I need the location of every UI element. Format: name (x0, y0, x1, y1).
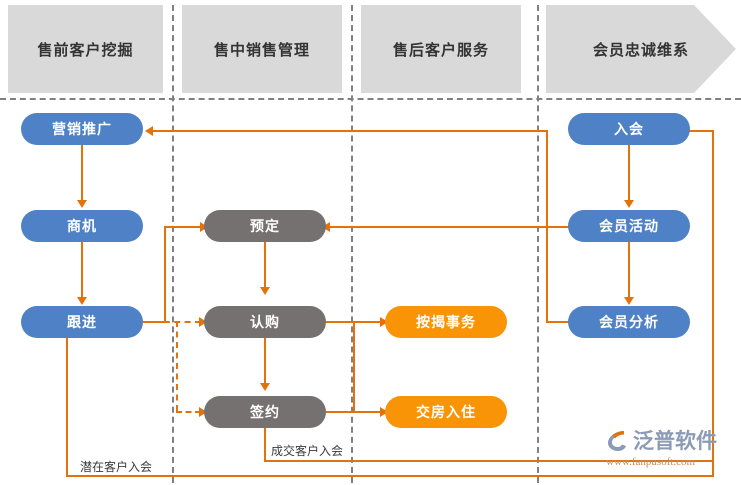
node-label: 营销推广 (52, 121, 112, 137)
node-label: 按揭事务 (416, 314, 476, 330)
lane-separator-horizontal (0, 98, 741, 100)
phase-banner-aftersale: 售后客户服务 (361, 5, 521, 93)
node-contract[interactable]: 签约 (204, 396, 326, 428)
connector-bottom-rail-closed (264, 460, 714, 462)
arrowhead-right (380, 407, 388, 417)
connector-dashed-to-subscribe (143, 321, 201, 323)
connector-subscribe-right (325, 321, 353, 323)
brand-name: 泛普软件 (633, 429, 717, 453)
arrowhead-right (199, 317, 207, 327)
arrowhead-down (260, 383, 270, 391)
arrowhead-right (380, 317, 388, 327)
arrowhead-left (322, 222, 330, 232)
node-label: 跟进 (67, 314, 97, 330)
connector-followup-dashed-down (176, 321, 178, 411)
connector-activity-to-booking (325, 226, 570, 228)
node-activity[interactable]: 会员活动 (568, 210, 690, 242)
connector-bottom-rail-potential (66, 475, 714, 477)
node-subscribe[interactable]: 认购 (204, 306, 326, 338)
connector-to-booking (164, 226, 204, 228)
node-marketing[interactable]: 营销推广 (21, 113, 143, 145)
phase-label: 售前客户挖掘 (37, 41, 134, 59)
arrowhead-down (624, 200, 634, 208)
connector-followup-down (66, 338, 68, 477)
node-label: 交房入住 (416, 404, 476, 420)
node-label: 认购 (250, 314, 280, 330)
connector-booking-to-subscribe (264, 242, 266, 288)
lane-separator-1 (172, 5, 174, 483)
phase-banner-member: 会员忠诚维系 (546, 5, 736, 93)
phase-banner-presale: 售前客户挖掘 (8, 5, 163, 93)
node-followup[interactable]: 跟进 (21, 306, 143, 338)
connector-mortgage-riser (353, 321, 355, 413)
node-label: 会员活动 (599, 218, 659, 234)
connector-subscribe-to-contract (264, 338, 266, 384)
node-label: 入会 (614, 121, 644, 137)
lane-separator-3 (537, 5, 539, 483)
connector-marketing-to-opportunity (81, 145, 83, 201)
arrowhead-left (145, 126, 153, 136)
phase-label: 售后客户服务 (392, 41, 489, 59)
node-label: 会员分析 (599, 314, 659, 330)
connector-dashed-to-contract (176, 411, 201, 413)
fanpu-logo-icon (604, 428, 630, 454)
connector-right-riser (712, 130, 714, 477)
lane-separator-2 (351, 5, 353, 483)
node-mortgage[interactable]: 按揭事务 (385, 306, 507, 338)
connector-activity-to-analysis (628, 242, 630, 298)
node-analysis[interactable]: 会员分析 (568, 306, 690, 338)
phase-banner-insale: 售中销售管理 (182, 5, 342, 93)
connector-analysis-left-stub (546, 321, 570, 323)
connector-to-mortgage (351, 321, 383, 323)
brand-url: www.fanpusoft.com (606, 456, 696, 468)
connector-contract-down (264, 428, 266, 462)
flow-label-potential: 潜在客户入会 (79, 458, 154, 475)
flow-label-closed: 成交客户入会 (270, 442, 345, 459)
node-booking[interactable]: 预定 (204, 210, 326, 242)
node-join[interactable]: 入会 (568, 113, 690, 145)
phase-label: 会员忠诚维系 (592, 41, 689, 59)
connector-join-to-activity (628, 145, 630, 201)
connector-top-rail-riser (546, 130, 548, 228)
arrowhead-down (260, 287, 270, 295)
brand-logo: 泛普软件 www.fanpusoft.com (604, 428, 736, 478)
node-label: 签约 (250, 404, 280, 420)
connector-analysis-riser (546, 226, 548, 321)
connector-top-rail-to-marketing (148, 130, 548, 132)
node-label: 商机 (67, 218, 97, 234)
arrowhead-down (624, 297, 634, 305)
node-handover[interactable]: 交房入住 (385, 396, 507, 428)
phase-label: 售中销售管理 (213, 41, 310, 59)
arrowhead-right (199, 407, 207, 417)
phase-arrow-shape (546, 5, 736, 93)
connector-opportunity-to-followup (81, 242, 83, 298)
arrowhead-down (77, 297, 87, 305)
arrowhead-down (77, 200, 87, 208)
node-label: 预定 (250, 218, 280, 234)
node-opportunity[interactable]: 商机 (21, 210, 143, 242)
connector-followup-up (164, 226, 166, 322)
